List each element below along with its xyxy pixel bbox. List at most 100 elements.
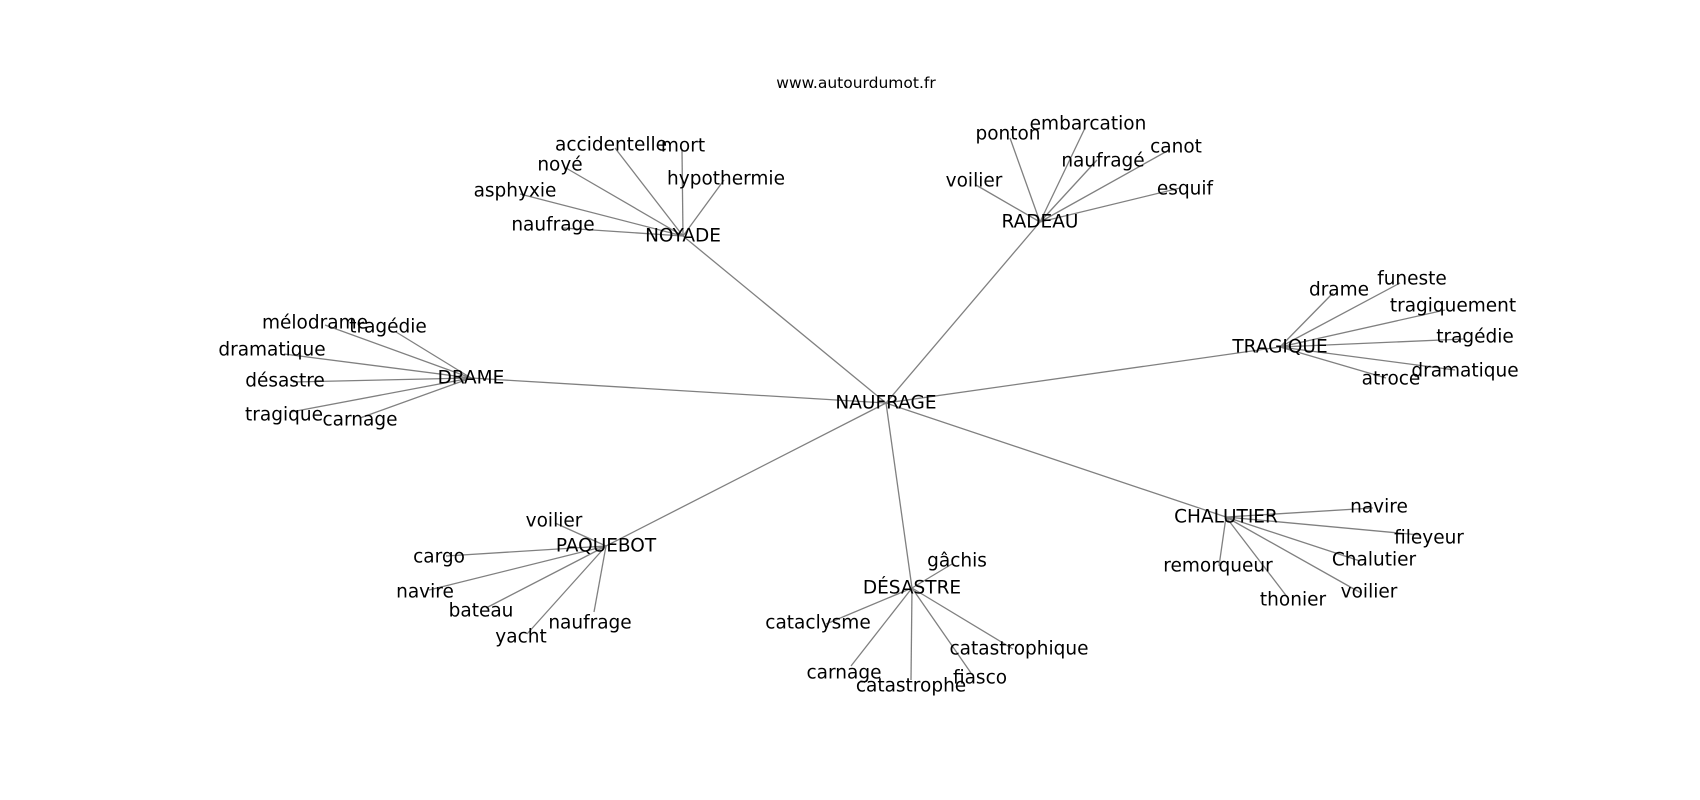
edge-noyade-noye <box>565 167 684 237</box>
edge-noyade-asphyxie <box>519 193 684 237</box>
edge-radeau-naufrage <box>1039 159 1098 223</box>
leaf-node-drame-tragedie: tragédie <box>349 317 427 338</box>
leaf-node-tragique-tragedie: tragédie <box>1436 327 1514 348</box>
edge-noyade-naufrage <box>562 227 684 237</box>
hub-node-tragique: TRAGIQUE <box>1231 337 1327 358</box>
edge-noyade-mort <box>681 149 684 237</box>
edge-center-drame <box>470 377 887 404</box>
leaf-node-desastre-catastrophe: catastrophe <box>856 676 966 697</box>
edge-radeau-ponton <box>1009 137 1041 223</box>
hub-node-noyade: NOYADE <box>645 226 721 247</box>
leaf-node-desastre-fiasco: fiasco <box>953 668 1007 689</box>
leaf-node-chalutier-voilier: voilier <box>1341 582 1398 603</box>
leaf-node-tragique-dramatique: dramatique <box>1411 361 1518 382</box>
edge-paquebot-bateau <box>485 545 607 609</box>
edge-tragique-tragedie <box>1279 338 1465 348</box>
edge-chalutier-fileyeur <box>1225 516 1421 536</box>
edge-chalutier-thonier <box>1225 516 1289 599</box>
leaf-node-noyade-mort: mort <box>661 136 705 157</box>
leaf-node-chalutier-remorqueur: remorqueur <box>1163 556 1273 577</box>
leaf-node-chalutier-chalutier: Chalutier <box>1332 550 1417 571</box>
leaf-node-desastre-gachis: gâchis <box>927 551 987 572</box>
edge-paquebot-navire <box>428 545 607 591</box>
leaf-node-noyade-noye: noyé <box>537 155 582 176</box>
center-node: NAUFRAGE <box>835 393 936 414</box>
edge-desastre-fiasco <box>911 587 972 674</box>
leaf-node-paquebot-voilier: voilier <box>526 511 583 532</box>
hub-node-radeau: RADEAU <box>1002 212 1079 233</box>
leaf-node-drame-desastre: désastre <box>245 371 325 392</box>
leaf-node-chalutier-fileyeur: fileyeur <box>1394 528 1464 549</box>
leaf-node-tragique-atroce: atroce <box>1362 369 1421 390</box>
edge-radeau-canot <box>1039 149 1170 223</box>
leaf-node-radeau-canot: canot <box>1150 137 1202 158</box>
edge-radeau-embarcation <box>1039 127 1086 223</box>
leaf-node-tragique-funeste: funeste <box>1377 269 1447 290</box>
edge-tragique-tragiquement <box>1279 309 1446 348</box>
edge-tragique-atroce <box>1279 346 1387 379</box>
edge-noyade-accidentelle <box>614 147 684 237</box>
leaf-node-paquebot-bateau: bateau <box>449 601 514 622</box>
hub-node-chalutier: CHALUTIER <box>1174 507 1278 528</box>
edge-center-radeau <box>885 221 1041 404</box>
leaf-node-chalutier-navire: navire <box>1350 497 1408 518</box>
leaf-node-drame-carnage: carnage <box>323 410 398 431</box>
edge-chalutier-chalutier <box>1225 516 1361 562</box>
source-label: www.autourdumot.fr <box>776 74 936 92</box>
leaf-node-paquebot-navire: navire <box>396 582 454 603</box>
edge-chalutier-voilier <box>1225 516 1362 594</box>
leaf-node-noyade-naufrage: naufrage <box>511 215 594 236</box>
edge-drame-dramatique <box>283 353 472 379</box>
edge-chalutier-remorqueur <box>1218 516 1227 567</box>
edge-drame-tragique <box>290 377 472 413</box>
edge-radeau-esquif <box>1039 187 1181 223</box>
edge-center-desastre <box>885 402 913 589</box>
edge-desastre-gachis <box>911 563 953 589</box>
edge-drame-carnage <box>359 377 472 419</box>
leaf-node-desastre-carnage: carnage <box>807 663 882 684</box>
leaf-node-radeau-naufrage: naufragé <box>1061 151 1144 172</box>
leaf-node-noyade-accidentelle: accidentelle <box>555 135 667 156</box>
edge-center-noyade <box>682 235 887 404</box>
edge-center-chalutier <box>885 402 1227 518</box>
edge-drame-tragedie <box>395 331 472 379</box>
leaf-node-radeau-ponton: ponton <box>975 124 1040 145</box>
leaf-node-paquebot-naufrage: naufrage <box>548 613 631 634</box>
edge-noyade-hypothermie <box>682 179 725 237</box>
leaf-node-drame-dramatique: dramatique <box>218 340 325 361</box>
leaf-node-paquebot-cargo: cargo <box>413 547 465 568</box>
leaf-node-chalutier-thonier: thonier <box>1260 590 1327 611</box>
leaf-node-radeau-voilier: voilier <box>946 171 1003 192</box>
edge-tragique-funeste <box>1279 282 1401 348</box>
edge-paquebot-voilier <box>554 522 607 547</box>
leaf-node-tragique-drame: drame <box>1309 280 1369 301</box>
edge-desastre-carnage <box>850 587 913 667</box>
edge-paquebot-yacht <box>526 545 607 635</box>
leaf-node-drame-tragique: tragique <box>245 405 323 426</box>
leaf-node-paquebot-yacht: yacht <box>495 627 546 648</box>
leaf-node-tragique-tragiquement: tragiquement <box>1390 296 1516 317</box>
hub-node-paquebot: PAQUEBOT <box>556 536 657 557</box>
edge-drame-melodrame <box>324 324 472 379</box>
edge-chalutier-navire <box>1225 507 1374 518</box>
leaf-node-radeau-embarcation: embarcation <box>1030 114 1147 135</box>
edge-desastre-catastrophe <box>910 587 913 681</box>
hub-node-desastre: DÉSASTRE <box>863 577 961 599</box>
edge-tragique-drame <box>1279 292 1334 348</box>
graph-edges <box>283 127 1465 681</box>
edge-center-tragique <box>885 346 1281 404</box>
leaf-node-radeau-esquif: esquif <box>1157 179 1214 200</box>
edge-paquebot-naufrage <box>593 545 607 613</box>
leaf-node-desastre-catastrophique: catastrophique <box>950 639 1089 660</box>
leaf-node-desastre-cataclysme: cataclysme <box>765 613 870 634</box>
edge-desastre-cataclysme <box>825 587 913 625</box>
edge-drame-desastre <box>292 377 472 383</box>
leaf-node-noyade-hypothermie: hypothermie <box>667 169 785 190</box>
edge-tragique-dramatique <box>1279 346 1456 371</box>
hub-node-drame: DRAME <box>438 368 505 389</box>
edge-center-paquebot <box>605 402 887 547</box>
leaf-node-noyade-asphyxie: asphyxie <box>474 181 557 202</box>
leaf-node-drame-melodrame: mélodrame <box>262 313 368 334</box>
